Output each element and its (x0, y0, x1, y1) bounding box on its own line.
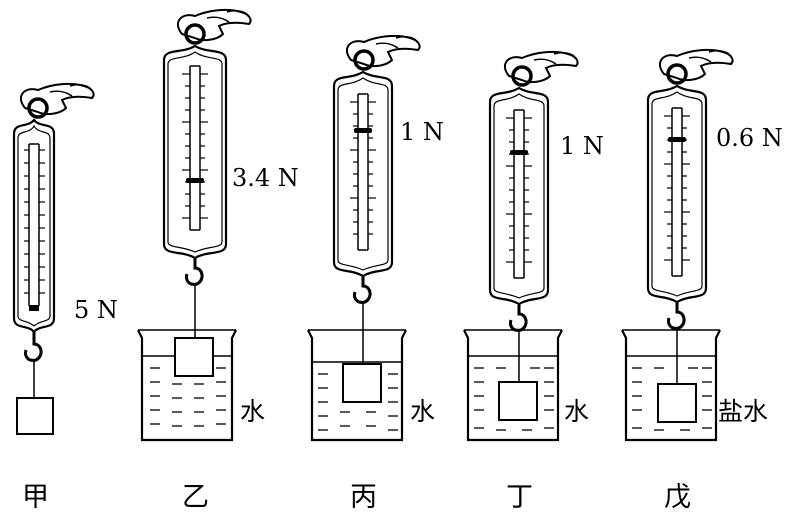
bottom-hook (24, 332, 43, 362)
water-dashes (318, 373, 398, 431)
top-ring (666, 63, 688, 85)
bottom-hook (509, 304, 528, 332)
hand-icon (503, 50, 579, 84)
beaker (621, 329, 721, 442)
scale-slot (189, 65, 201, 231)
metal-block (498, 381, 538, 421)
liquid-label: 水 (410, 397, 435, 426)
scale-casing (488, 86, 550, 306)
scale-casing (162, 44, 228, 260)
panel-jia: 5 N 甲 (12, 82, 118, 513)
reading-label: 1 N (560, 132, 604, 160)
panel-label: 丙 (350, 482, 377, 513)
scale-casing (12, 118, 56, 334)
top-ring (184, 23, 206, 45)
scale-casing (646, 84, 708, 304)
scale-pointer (354, 128, 372, 133)
scale-ticks (182, 73, 208, 219)
bottom-hook (353, 276, 372, 304)
panel-wu: 0.6 N 盐水 戊 (621, 48, 783, 513)
scale-pointer (186, 178, 204, 183)
scale-pointer (29, 305, 39, 311)
top-ring (27, 97, 49, 119)
panel-ding: 1 N 水 丁 (463, 50, 604, 513)
reading-label: 1 N (400, 118, 444, 146)
water-dashes (150, 367, 226, 427)
metal-block (342, 363, 382, 403)
reading-label: 5 N (74, 296, 118, 324)
metal-block (174, 337, 214, 377)
beaker (307, 329, 407, 442)
panel-yi: 3.4 N 水 乙 (137, 8, 299, 513)
reading-label: 3.4 N (232, 164, 299, 192)
liquid-label: 水 (564, 397, 589, 426)
panel-label: 乙 (182, 482, 209, 513)
panel-label: 甲 (22, 482, 49, 513)
scale-ticks (350, 101, 376, 235)
hand-icon (19, 82, 95, 116)
liquid-label: 盐水 (718, 397, 768, 426)
scale-pointer (510, 150, 528, 155)
hand-icon (658, 48, 734, 82)
bottom-hook (667, 302, 686, 330)
scale-ticks (664, 115, 690, 261)
scale-ticks (24, 149, 45, 294)
liquid-label: 水 (240, 397, 265, 426)
panel-label: 戊 (664, 482, 691, 513)
beaker (463, 329, 563, 442)
panel-bing: 1 N 水 丙 (307, 34, 444, 513)
bottom-hook (185, 258, 204, 286)
scale-pointer (668, 137, 686, 142)
water-dashes (474, 367, 554, 431)
hand-icon (176, 8, 252, 42)
beaker (137, 329, 237, 442)
reading-label: 0.6 N (716, 124, 783, 152)
scale-slot (357, 93, 369, 251)
top-ring (353, 49, 375, 71)
scale-casing (332, 70, 394, 278)
hand-icon (345, 34, 421, 68)
top-ring (511, 65, 533, 87)
panel-label: 丁 (506, 482, 533, 513)
water-dashes (632, 367, 712, 431)
metal-block (657, 383, 697, 423)
metal-block (16, 397, 54, 435)
